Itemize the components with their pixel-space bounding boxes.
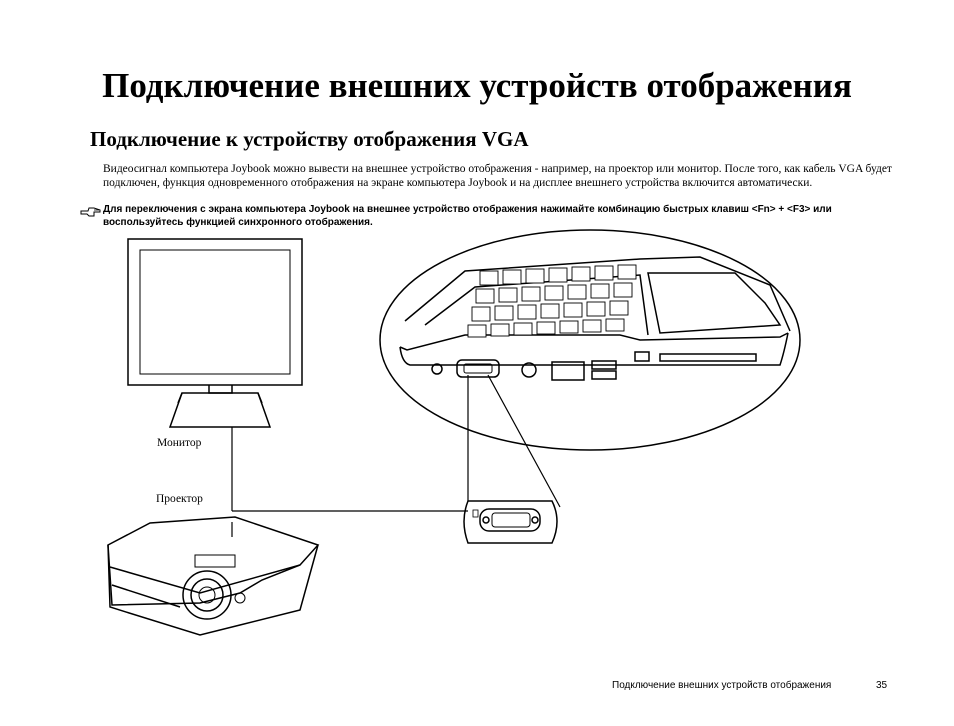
monitor-illustration [127, 238, 303, 428]
monitor-label: Монитор [157, 437, 202, 449]
laptop-keys [467, 264, 637, 338]
footer-section-title: Подключение внешних устройств отображени… [612, 680, 832, 691]
projector-label: Проектор [156, 493, 203, 505]
laptop-port-illustration [379, 229, 801, 451]
note-hand-icon [80, 207, 101, 217]
cable-lines [231, 374, 561, 537]
section-subtitle: Подключение к устройству отображения VGA [90, 127, 529, 151]
note-text: Для переключения с экрана компьютера Joy… [103, 204, 832, 228]
projector-illustration [107, 516, 320, 636]
body-paragraph: Видеосигнал компьютера Joybook можно выв… [103, 163, 892, 189]
connection-diagram [107, 229, 801, 636]
page-number: 35 [876, 680, 888, 691]
vga-port-illustration [463, 500, 558, 544]
page-title: Подключение внешних устройств отображени… [102, 66, 852, 105]
